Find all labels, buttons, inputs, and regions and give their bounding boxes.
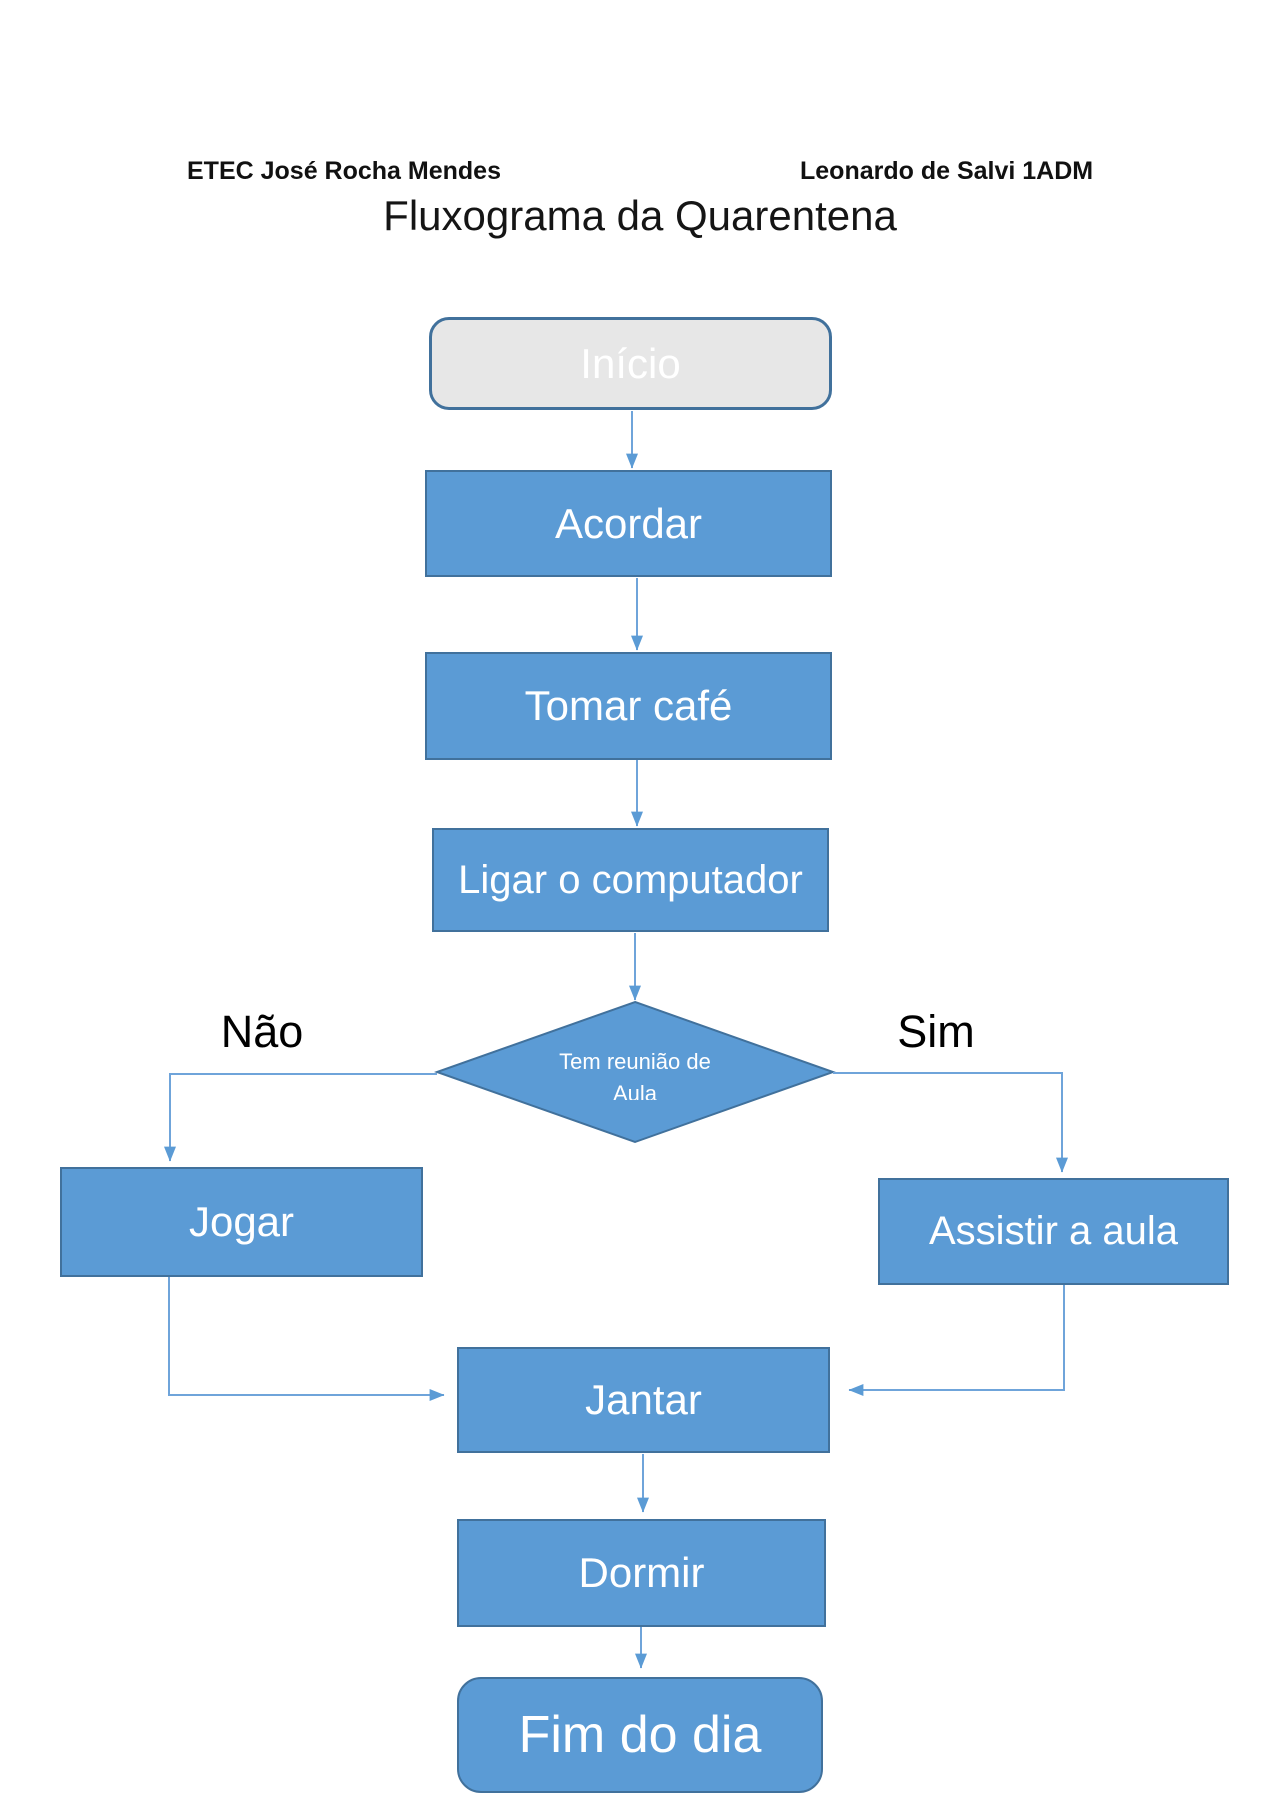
node-inicio: Início [429,317,832,410]
node-label: Assistir a aula [929,1209,1178,1253]
node-label: Acordar [554,499,703,547]
node-label: Fim do dia [518,1706,762,1764]
node-fim-do-dia: Fim do dia [457,1677,823,1793]
arrow-assistir-jantar [848,1285,1065,1396]
header-student: Leonardo de Salvi 1ADM [800,157,1094,185]
node-jogar: Jogar [60,1167,423,1277]
branch-label-nao: Não [220,1006,304,1057]
node-label: Tomar café [524,682,733,729]
branch-label-sim: Sim [897,1006,975,1057]
arrow-decisao-assistir [833,1072,1068,1173]
node-ligar-computador: Ligar o computador [432,828,829,932]
decision-label-line2: Aula [612,1081,658,1100]
node-label: Jantar [585,1376,702,1423]
node-assistir-aula: Assistir a aula [878,1178,1229,1285]
node-jantar: Jantar [457,1347,830,1453]
arrow-decisao-jogar [164,1073,437,1162]
node-label: Dormir [578,1549,705,1596]
decision-diamond [433,1000,837,1144]
decision-label-line1: Tem reunião de [559,1049,711,1074]
node-label: Ligar o computador [458,857,803,902]
node-dormir: Dormir [457,1519,826,1627]
page-title: Fluxograma da Quarentena [383,192,897,239]
node-label: Início [580,339,681,387]
node-acordar: Acordar [425,470,832,577]
header-school: ETEC José Rocha Mendes [187,157,501,185]
arrow-jogar-jantar [168,1277,445,1401]
node-label: Jogar [188,1198,295,1245]
decision-label: Tem reunião de Aula [505,1046,765,1100]
node-tomar-cafe: Tomar café [425,652,832,760]
